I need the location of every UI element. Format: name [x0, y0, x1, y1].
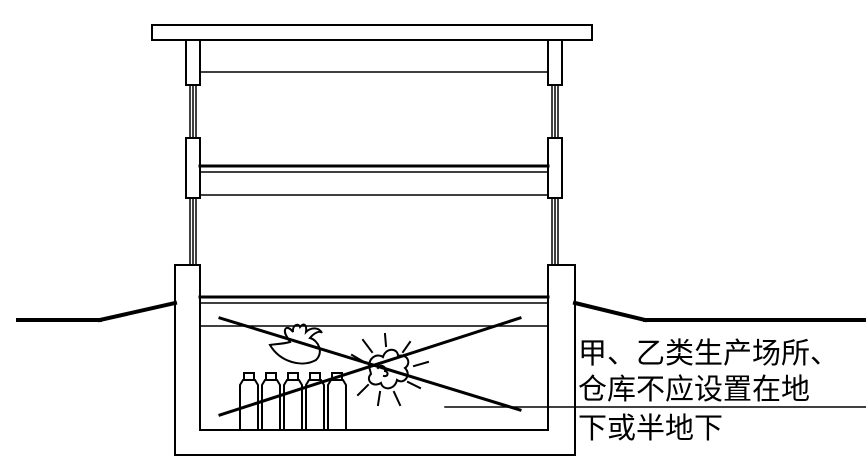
prohibition-cross-icon: [218, 316, 522, 417]
roof-slab: [151, 24, 593, 41]
right-column: [547, 39, 563, 266]
ground-floor-slab: [198, 295, 550, 327]
middle-floor-slab: [198, 164, 550, 196]
annotation-line-3: 下或半地下: [578, 411, 724, 445]
ground-right: [572, 300, 866, 323]
gas-cylinder-icon: [239, 372, 347, 431]
annotation-line-2: 仓库不应设置在地: [578, 372, 811, 406]
basement-outer-wall: [174, 264, 576, 456]
ground-left: [16, 300, 178, 323]
fire-icon: [268, 323, 323, 365]
annotation-line-1: 甲、乙类生产场所、: [578, 336, 840, 370]
explosion-icon: [350, 332, 430, 407]
left-column: [185, 39, 201, 266]
